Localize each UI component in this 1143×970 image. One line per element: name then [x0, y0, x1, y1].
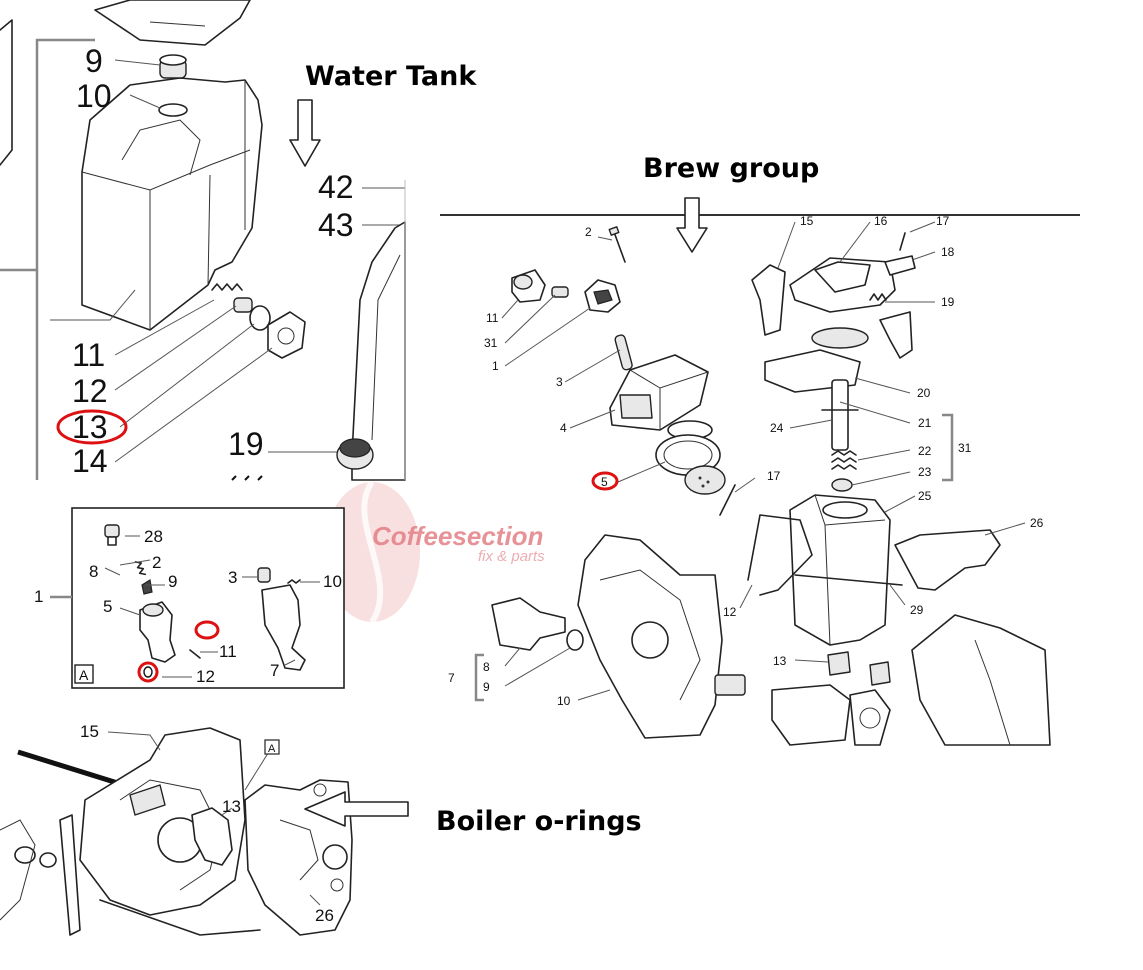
heading-brew-group: Brew group [643, 153, 819, 184]
callout-brew-11: 11 [486, 311, 499, 325]
valve-seal [249, 305, 271, 331]
water-tank [81, 77, 263, 331]
highlight-brew-5 [591, 471, 619, 491]
callout-tank-19: 19 [228, 426, 264, 462]
tank-bracket [35, 38, 95, 480]
highlight-tank-13 [56, 409, 128, 445]
callout-brew-30: 31 [484, 336, 498, 350]
callout-brew-1: 1 [492, 359, 499, 373]
callout-tank-11: 11 [72, 337, 105, 373]
callout-brew-4: 4 [560, 421, 567, 435]
callout-tank-43: 43 [318, 207, 354, 243]
callout-brew-17-upper: 17 [936, 214, 950, 228]
callout-brew-21: 21 [918, 416, 932, 430]
watermark-brand: Coffeesection [372, 521, 543, 551]
callout-tank-14: 14 [72, 443, 108, 479]
callout-brew-20: 20 [917, 386, 931, 400]
highlight-inset-oring-lower [137, 661, 159, 683]
callout-brew-10: 10 [557, 694, 571, 708]
callout-inset-28: 28 [144, 527, 163, 546]
heading-water-tank: Water Tank [305, 61, 477, 92]
brew-group-diagram: 2 11 31 1 3 4 5 17 15 16 17 18 19 20 21 … [448, 214, 1051, 746]
frame-fragment [351, 221, 406, 481]
tank-oring [158, 103, 188, 117]
callout-inset-3: 3 [228, 568, 237, 587]
callout-brew-16: 16 [874, 214, 888, 228]
callout-brew-3: 3 [556, 375, 563, 389]
callout-inset-11: 11 [219, 642, 237, 661]
callout-tank-12: 12 [72, 373, 108, 409]
callout-brew-2: 2 [585, 225, 592, 239]
highlight-inset-oring-upper [194, 620, 220, 640]
callout-brew-22: 22 [918, 444, 932, 458]
callout-inset-5: 5 [103, 597, 112, 616]
valve-spring [211, 283, 243, 291]
callout-brew-13: 13 [773, 654, 787, 668]
tank-lid [94, 0, 251, 46]
water-tank-arrow-icon [289, 99, 321, 167]
callout-boiler-26: 26 [315, 906, 334, 925]
callout-inset-9: 10 [323, 572, 342, 591]
callout-brew-15: 15 [800, 214, 814, 228]
callout-brew-31: 31 [958, 441, 972, 455]
callout-brew-9: 9 [483, 680, 490, 694]
watermark-tagline: fix & parts [478, 548, 545, 565]
callout-brew-17-lower: 17 [767, 469, 781, 483]
callout-brew-24: 24 [770, 421, 784, 435]
callout-tank-13: 13 [72, 409, 108, 445]
callout-tank-42: 42 [318, 169, 354, 205]
callout-inset-7: 8 [89, 562, 98, 581]
callout-tank-9: 9 [85, 43, 103, 79]
valve-holder [267, 311, 306, 359]
callout-brew-18: 18 [941, 245, 955, 259]
boiler-ref-label: A [268, 743, 276, 755]
boiler-section: 15 13 26 A [0, 722, 353, 936]
knob [336, 438, 374, 470]
callout-brew-8: 8 [483, 660, 490, 674]
callout-brew-19: 19 [941, 295, 955, 309]
brew-group-arrow-icon [676, 197, 708, 253]
coffeesection-watermark: Coffeesection fix & parts [324, 480, 545, 624]
inset-a: A 28 2 8 9 5 1 3 10 11 12 7 [34, 507, 345, 689]
callout-brew-23: 23 [918, 465, 932, 479]
boiler-arrow-icon [304, 791, 409, 827]
callout-inset-8: 9 [168, 572, 177, 591]
side-panel-fragment [0, 19, 13, 166]
callout-inset-12: 12 [196, 667, 215, 686]
callout-brew-12: 12 [723, 605, 737, 619]
callout-inset-2: 2 [152, 553, 161, 572]
callout-brew-7: 7 [448, 671, 455, 685]
callout-brew-5: 5 [601, 475, 608, 489]
inset-a-label: A [79, 667, 89, 683]
tank-plug [159, 54, 187, 79]
callout-brew-29: 29 [910, 603, 924, 617]
water-tank-section: 9 10 11 12 13 14 19 42 43 [0, 0, 406, 481]
heading-boiler-orings: Boiler o-rings [436, 806, 642, 837]
valve-stem [233, 297, 253, 313]
callout-tank-10: 10 [76, 78, 112, 114]
callout-inset-1: 1 [34, 587, 43, 606]
callout-boiler-13: 13 [222, 797, 241, 816]
callout-brew-25: 25 [918, 489, 932, 503]
callout-boiler-15: 15 [80, 722, 99, 741]
callout-inset-10: 7 [270, 661, 279, 680]
callout-brew-26: 26 [1030, 516, 1044, 530]
